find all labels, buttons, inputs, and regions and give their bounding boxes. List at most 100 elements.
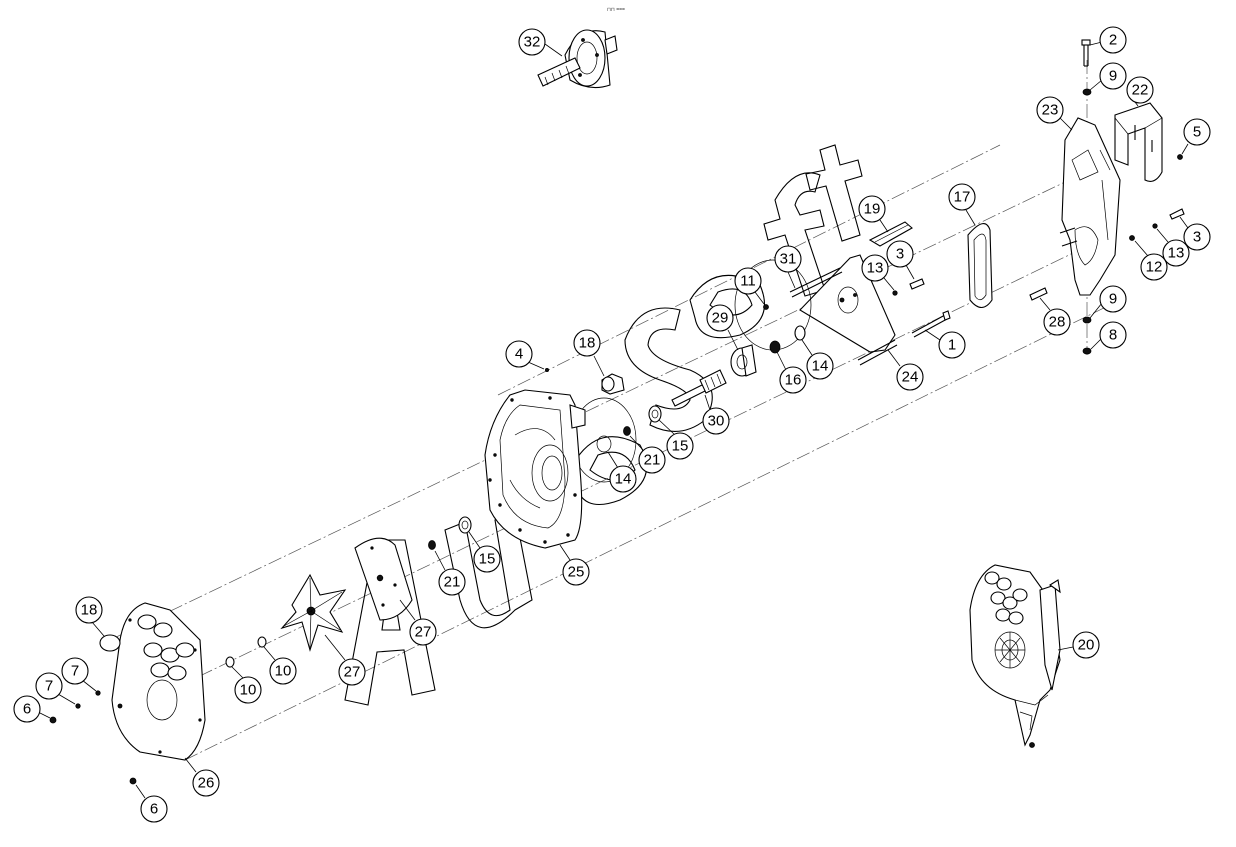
part-21-circlip-upper xyxy=(623,426,631,436)
svg-text:4: 4 xyxy=(515,346,523,363)
callout-30: 30 xyxy=(702,407,730,435)
svg-text:10: 10 xyxy=(240,682,257,699)
part-3-bolt-left xyxy=(909,278,925,290)
callout-5: 5 xyxy=(1183,118,1211,146)
callout-12: 12 xyxy=(1140,253,1168,281)
svg-text:28: 28 xyxy=(1049,314,1066,331)
part-9-nut-bottom xyxy=(1082,316,1092,324)
svg-text:25: 25 xyxy=(568,564,585,581)
callout-15-lower: 15 xyxy=(473,545,501,573)
callout-31: 31 xyxy=(774,245,802,273)
svg-text:3: 3 xyxy=(1193,229,1201,246)
part-10-nut-upper xyxy=(257,636,267,648)
svg-text:19: 19 xyxy=(864,201,881,218)
svg-text:7: 7 xyxy=(71,663,79,680)
svg-text:21: 21 xyxy=(644,452,661,469)
part-5-screw xyxy=(1177,154,1183,160)
part-22-guard-bracket xyxy=(1114,102,1163,182)
svg-text:32: 32 xyxy=(524,34,541,51)
svg-text:9: 9 xyxy=(1109,291,1117,308)
callout-13-left: 13 xyxy=(861,254,889,282)
part-25-main-housing xyxy=(484,389,586,549)
callout-7-lower: 7 xyxy=(35,672,63,700)
part-4-screw xyxy=(545,367,550,372)
svg-text:15: 15 xyxy=(479,551,496,568)
svg-text:11: 11 xyxy=(740,273,756,290)
callout-14-middle: 14 xyxy=(609,465,637,493)
callout-13-right: 13 xyxy=(1162,239,1190,267)
svg-text:27: 27 xyxy=(344,664,361,681)
part-1-long-bolt xyxy=(911,310,951,338)
callout-2: 2 xyxy=(1099,26,1127,54)
callout-25: 25 xyxy=(562,558,590,586)
svg-text:9: 9 xyxy=(1109,68,1117,85)
callout-3-right: 3 xyxy=(1183,223,1211,251)
callout-7-upper: 7 xyxy=(61,657,89,685)
callout-27-lower: 27 xyxy=(338,658,366,686)
part-3-bolt-right xyxy=(1169,208,1185,220)
callout-32: 32 xyxy=(518,28,546,56)
callout-21-upper: 21 xyxy=(638,446,666,474)
callout-17: 17 xyxy=(948,183,976,211)
callout-26: 26 xyxy=(192,769,220,797)
part-2-bolt xyxy=(1081,39,1091,67)
part-7-washer-lower xyxy=(75,703,81,709)
part-28-pin xyxy=(1029,287,1048,301)
part-14-seal-right xyxy=(794,325,806,341)
callout-6-lower: 6 xyxy=(140,795,168,823)
callout-16: 16 xyxy=(779,366,807,394)
part-7-washer-upper xyxy=(95,690,101,696)
part-29-hub xyxy=(730,344,757,377)
svg-text:14: 14 xyxy=(615,471,632,488)
svg-text:1: 1 xyxy=(948,337,956,354)
part-10-nut-lower xyxy=(225,656,235,668)
callout-11: 11 xyxy=(734,267,762,295)
callout-21-lower: 21 xyxy=(438,568,466,596)
callout-15-upper: 15 xyxy=(666,432,694,460)
callouts: 32 2 9 22 23 5 17 19 3 31 13 3 1 xyxy=(13,26,1211,823)
callout-8: 8 xyxy=(1099,321,1127,349)
svg-text:27: 27 xyxy=(415,624,432,641)
part-17-belt xyxy=(967,223,993,309)
part-18-bushing-upper xyxy=(601,373,625,395)
part-15-bearing-upper xyxy=(648,405,662,423)
svg-text:13: 13 xyxy=(867,260,884,277)
part-16-bearing xyxy=(769,340,781,354)
part-6-nut-lower xyxy=(129,777,137,785)
part-23-mounting-plate xyxy=(1059,117,1121,296)
svg-text:12: 12 xyxy=(1146,259,1163,276)
svg-text:18: 18 xyxy=(81,602,98,619)
callout-20: 20 xyxy=(1072,631,1100,659)
svg-text:6: 6 xyxy=(150,801,158,818)
callout-6-upper: 6 xyxy=(13,695,41,723)
part-8-nut xyxy=(1082,347,1092,355)
callout-9-top: 9 xyxy=(1099,62,1127,90)
callout-10-upper: 10 xyxy=(269,657,297,685)
svg-text:17: 17 xyxy=(954,189,971,206)
part-30-splined-shaft xyxy=(671,369,727,407)
callout-14-right: 14 xyxy=(806,352,834,380)
svg-text:6: 6 xyxy=(23,701,31,718)
callout-23: 23 xyxy=(1036,96,1064,124)
svg-text:23: 23 xyxy=(1042,102,1059,119)
svg-text:13: 13 xyxy=(1168,245,1185,262)
svg-text:5: 5 xyxy=(1193,124,1201,141)
callout-10-lower: 10 xyxy=(234,676,262,704)
svg-text:2: 2 xyxy=(1109,32,1117,49)
svg-text:14: 14 xyxy=(812,358,829,375)
part-20-complete-assembly xyxy=(969,564,1061,748)
callout-3-left: 3 xyxy=(886,240,914,268)
assembly-axis-lines xyxy=(109,60,1121,761)
callout-24: 24 xyxy=(896,363,924,391)
callout-1: 1 xyxy=(938,331,966,359)
callout-29: 29 xyxy=(706,304,734,332)
part-27-impeller-disc xyxy=(354,537,413,621)
svg-text:3: 3 xyxy=(896,246,904,263)
svg-text:8: 8 xyxy=(1109,327,1117,344)
callout-4: 4 xyxy=(505,340,533,368)
part-15-bearing-lower xyxy=(458,516,472,534)
callout-19: 19 xyxy=(858,195,886,223)
part-9-nut-top xyxy=(1082,88,1092,96)
part-6-nut-upper xyxy=(49,716,57,724)
